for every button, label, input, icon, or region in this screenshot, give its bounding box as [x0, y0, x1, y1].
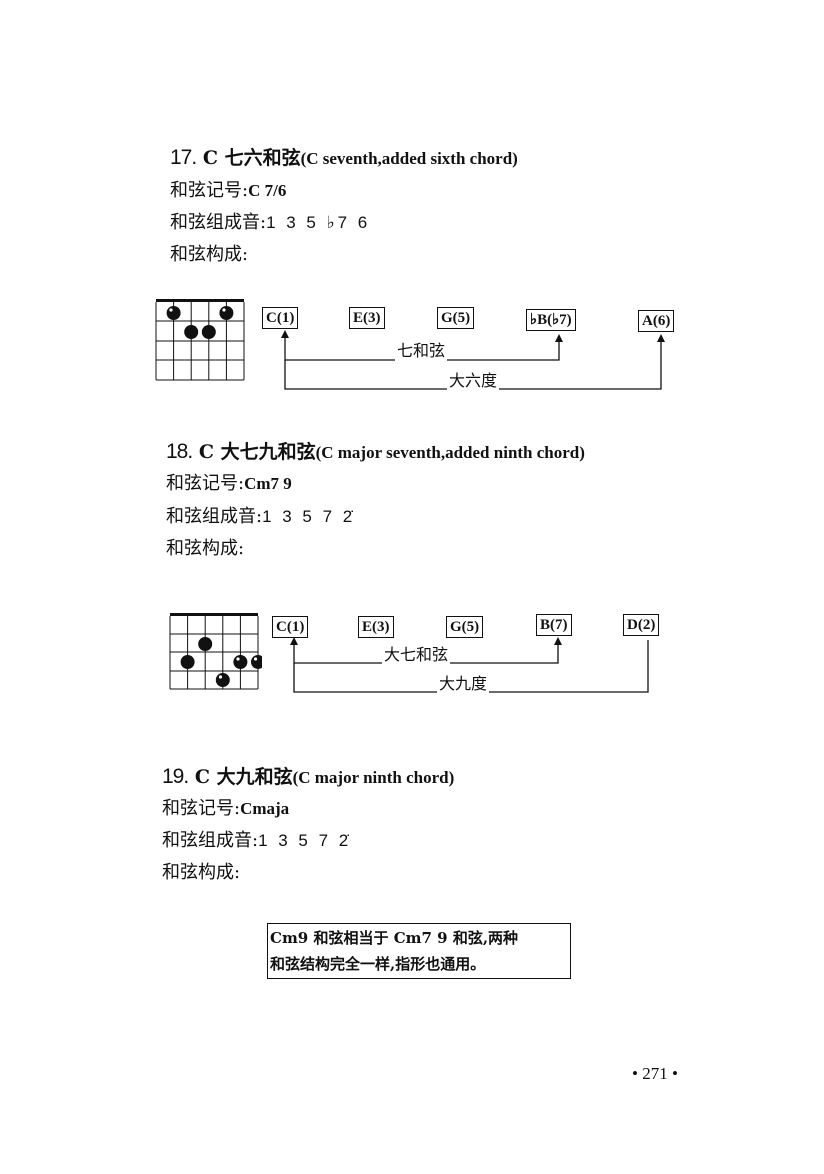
chord-symbol-label: 和弦记号:	[170, 180, 249, 201]
note-box-e3: E(3)	[358, 616, 394, 638]
chord-symbol-label: 和弦记号:	[166, 473, 245, 494]
section-18-notes-line: 和弦组成音:1 3 5 7 2̇	[166, 502, 355, 528]
chord-symbol-value: C 7/6	[248, 181, 287, 200]
note-box-e3: E(3)	[349, 307, 385, 329]
interval-label-seventh: 七和弦	[395, 337, 448, 361]
chord-structure-label: 和弦构成:	[166, 538, 245, 559]
note-box-a6: A(6)	[638, 310, 675, 332]
section-18-title: 18. C 大七九和弦(C major seventh,added ninth …	[166, 437, 585, 464]
section-18-number: 18.	[166, 440, 193, 463]
note-box-g5: G(5)	[446, 616, 484, 638]
chord-diagram-17	[155, 299, 245, 381]
note-box-g5: G(5)	[437, 307, 475, 329]
chord-notes-value: 1 3 5 ♭7 6	[266, 213, 371, 232]
section-17-structure-line: 和弦构成:	[170, 240, 248, 266]
chord-notes-value: 1 3 5 7 2̇	[262, 507, 356, 526]
section-17-notes-line: 和弦组成音:1 3 5 ♭7 6	[170, 208, 370, 234]
chord-notes-value: 1 3 5 7 2̇	[258, 831, 352, 850]
interval-label-major-seventh: 大七和弦	[382, 641, 451, 665]
section-19-notes-line: 和弦组成音:1 3 5 7 2̇	[162, 826, 351, 852]
section-17-symbol-line: 和弦记号:C 7/6	[170, 176, 286, 202]
interval-label-major-sixth: 大六度	[447, 367, 500, 391]
chord-notes-label: 和弦组成音:	[162, 830, 259, 851]
note-box-bb7: ♭B(♭7)	[526, 309, 576, 331]
section-19-symbol-line: 和弦记号:Cmaja	[162, 794, 289, 820]
section-17-title-cn: C 七六和弦	[202, 147, 301, 169]
section-19-structure-line: 和弦构成:	[162, 858, 240, 884]
section-18-title-en: (C major seventh,added ninth chord)	[315, 443, 585, 462]
chord-notes-label: 和弦组成音:	[166, 506, 263, 527]
chord-diagram-18	[169, 613, 262, 690]
note-line-1: Cm9 和弦相当于 Cm7 9 和弦,两种	[270, 929, 519, 947]
chord-symbol-value: Cm7 9	[244, 474, 292, 493]
section-19-title-en: (C major ninth chord)	[292, 768, 455, 787]
chord-symbol-label: 和弦记号:	[162, 798, 241, 819]
section-17-title-en: (C seventh,added sixth chord)	[300, 149, 518, 168]
section-17-number: 17.	[170, 146, 197, 169]
section-17-title: 17. C 七六和弦(C seventh,added sixth chord)	[170, 143, 518, 170]
chord-structure-label: 和弦构成:	[162, 862, 241, 883]
note-box-c1: C(1)	[272, 616, 309, 638]
section-19-number: 19.	[162, 765, 189, 788]
section-18-structure-line: 和弦构成:	[166, 534, 244, 560]
chord-symbol-value: Cmaja	[240, 799, 290, 818]
section-19-title: 19. C 大九和弦(C major ninth chord)	[162, 762, 454, 789]
chord-structure-label: 和弦构成:	[170, 244, 249, 265]
interval-label-major-ninth: 大九度	[437, 670, 490, 694]
chord-notes-label: 和弦组成音:	[170, 212, 267, 233]
note-box-c1: C(1)	[262, 307, 299, 329]
note-box-d2: D(2)	[623, 614, 660, 636]
note-line-2: 和弦结构完全一样,指形也通用。	[270, 955, 486, 973]
note-callout: Cm9 和弦相当于 Cm7 9 和弦,两种 和弦结构完全一样,指形也通用。	[267, 923, 571, 979]
note-box-b7: B(7)	[536, 614, 572, 636]
page-number: • 271 •	[632, 1064, 678, 1083]
section-18-symbol-line: 和弦记号:Cm7 9	[166, 469, 292, 495]
section-19-title-cn: C 大九和弦	[194, 766, 293, 788]
section-18-title-cn: C 大七九和弦	[198, 441, 316, 463]
